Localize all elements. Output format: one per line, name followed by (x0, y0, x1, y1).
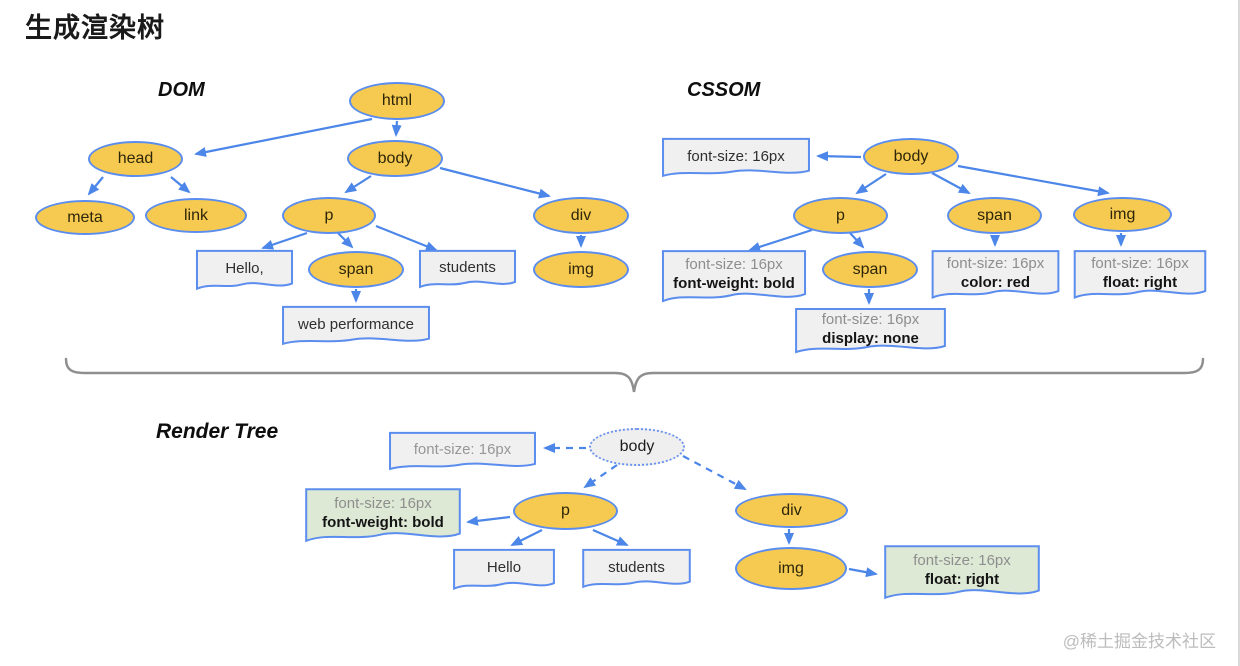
cssom-node-span-child: span (947, 197, 1042, 234)
arrow-p-students (375, 224, 438, 252)
arrow-cssom-body-span (931, 172, 971, 194)
page-edge-divider (1238, 0, 1240, 666)
arrow-cssom-body-rule (816, 151, 862, 162)
cssom-rule-p: font-size: 16px font-weight: bold (660, 250, 808, 308)
cssom-rule-img: font-size: 16px float: right (1072, 250, 1208, 304)
render-text-hello: Hello (452, 549, 556, 594)
arrow-render-p-students (592, 528, 629, 547)
arrow-head-meta (87, 176, 104, 196)
arrow-render-p-hello (510, 529, 543, 546)
arrow-body-p (344, 175, 372, 194)
dom-node-head: head (88, 141, 183, 177)
dom-node-meta: meta (35, 200, 135, 235)
render-section-label: Render Tree (156, 420, 279, 443)
arrow-cssom-body-p (855, 173, 887, 195)
dom-node-div: div (533, 197, 629, 234)
watermark: @稀土掘金技术社区 (1062, 632, 1216, 651)
render-text-students: students (581, 549, 692, 592)
arrow-render-body-div (682, 455, 747, 490)
arrow-body-div (439, 166, 551, 199)
page-title: 生成渲染树 (25, 13, 165, 43)
cssom-rule-span-nested: font-size: 16px display: none (793, 308, 948, 358)
dom-text-hello: Hello, (195, 250, 294, 294)
arrow-p-hello (261, 231, 308, 250)
arrow-render-body-p (583, 464, 618, 489)
cssom-section-label: CSSOM (687, 79, 761, 101)
dom-text-webperf: web performance (280, 306, 432, 349)
dom-node-span: span (308, 251, 404, 288)
render-rule-img: font-size: 16px float: right (882, 545, 1042, 605)
arrow-p-span (337, 232, 354, 249)
dom-node-html: html (349, 82, 445, 120)
cssom-node-img: img (1073, 197, 1172, 232)
arrow-cssom-body-img (957, 164, 1110, 197)
dom-node-body: body (347, 140, 443, 177)
cssom-rule-span-child: font-size: 16px color: red (930, 250, 1061, 304)
arrow-cssom-p-span (849, 232, 865, 249)
cssom-node-p: p (793, 197, 888, 234)
arrow-head-link (170, 176, 191, 194)
render-node-img: img (735, 547, 847, 590)
arrow-render-img-rule (848, 567, 878, 578)
dom-text-students: students (418, 250, 517, 292)
arrow-cssom-p-rule (748, 228, 813, 252)
dom-section-label: DOM (158, 79, 205, 101)
render-node-div: div (735, 493, 848, 528)
arrow-html-body (391, 120, 402, 137)
cssom-rule-body: font-size: 16px (660, 138, 812, 181)
brace (64, 357, 1205, 393)
render-rule-p: font-size: 16px font-weight: bold (303, 488, 463, 548)
dom-node-img: img (533, 251, 629, 288)
render-node-body: body (589, 428, 685, 466)
dom-node-p: p (282, 197, 376, 234)
arrow-render-p-rule (466, 515, 511, 526)
cssom-node-body: body (863, 138, 959, 175)
dom-node-link: link (145, 198, 247, 233)
arrow-html-head (194, 117, 373, 157)
render-node-p: p (513, 492, 618, 530)
cssom-node-span-nested: span (822, 251, 918, 288)
render-rule-body: font-size: 16px (387, 432, 538, 474)
